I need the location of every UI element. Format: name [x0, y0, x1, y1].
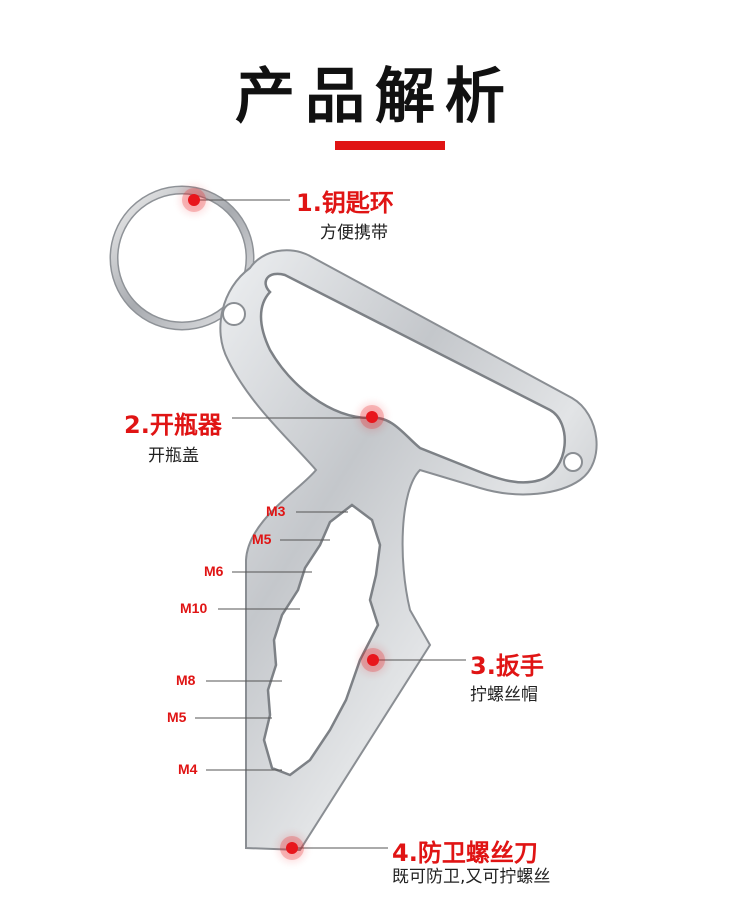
feature-keyring-subtitle: 方便携带: [320, 223, 388, 243]
feature-wrench-subtitle: 拧螺丝帽: [470, 685, 538, 705]
feature-bottle-opener-title: 2.开瓶器: [124, 411, 222, 439]
feature-screwdriver-title: 4.防卫螺丝刀: [392, 839, 538, 867]
bottle-opener-marker-dot: [366, 411, 378, 423]
size-label-m6: M6: [204, 563, 224, 579]
size-label-m5-bottom: M5: [167, 709, 187, 725]
size-label-m10: M10: [180, 600, 208, 616]
size-label-m3: M3: [266, 503, 286, 519]
feature-wrench-title: 3.扳手: [470, 652, 544, 680]
feature-keyring-title: 1.钥匙环: [296, 189, 394, 217]
feature-screwdriver-subtitle: 既可防卫,又可拧螺丝: [392, 867, 551, 887]
size-label-m8: M8: [176, 672, 196, 688]
size-label-m5-top: M5: [252, 531, 272, 547]
bottle-opener-slot: [259, 272, 566, 484]
page-title: 产品解析: [235, 62, 515, 132]
keyring-marker-dot: [188, 194, 200, 206]
screwdriver-marker-dot: [286, 842, 298, 854]
size-label-m4: M4: [178, 761, 198, 777]
wrench-marker-dot: [367, 654, 379, 666]
wrench-opening: [262, 503, 382, 777]
key-ring: [109, 185, 255, 331]
feature-bottle-opener-subtitle: 开瓶盖: [148, 446, 199, 466]
title-underline: [335, 141, 445, 150]
